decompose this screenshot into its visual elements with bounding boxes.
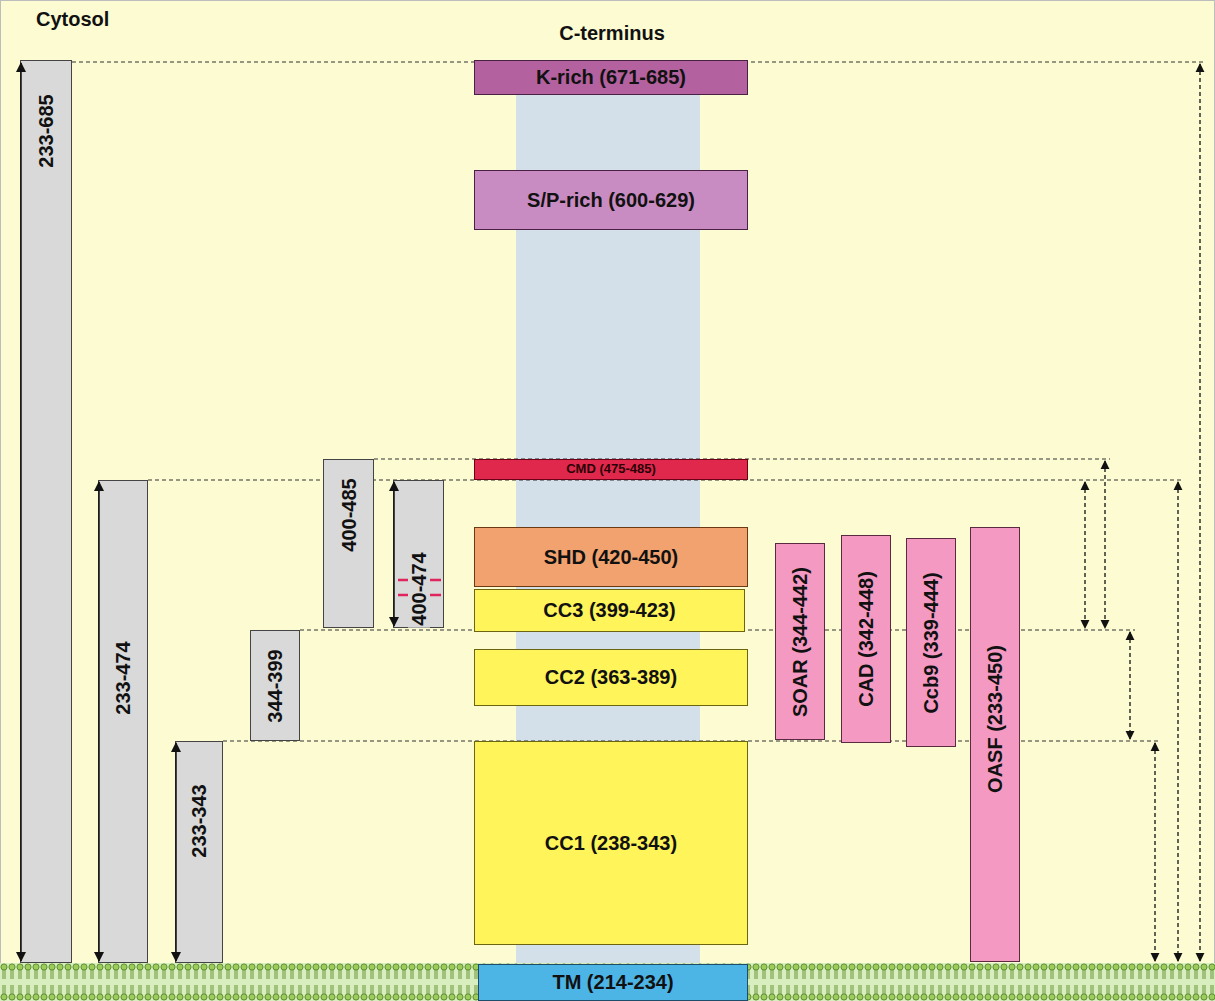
domain-box: S/P-rich (600-629) xyxy=(474,170,748,230)
fragment-bar: 233-343 xyxy=(175,741,223,963)
range-label: OASF (233-450) xyxy=(984,643,1006,795)
range-label: CAD (342-448) xyxy=(855,569,877,709)
span-arrow xyxy=(1154,743,1155,961)
region-bar: SOAR (344-442) xyxy=(775,543,825,740)
fragment-arrow xyxy=(393,482,395,626)
span-arrow xyxy=(1104,461,1105,628)
fragment-arrow xyxy=(98,482,100,961)
fragment-bar: 344-399 xyxy=(250,630,300,741)
fragment-bar: 400-474 xyxy=(393,480,444,628)
fragment-bar: 233-685 xyxy=(20,60,72,963)
domain-label: CC2 (363-389) xyxy=(545,666,677,689)
range-label: 400-485 xyxy=(338,476,360,553)
span-arrow xyxy=(1129,632,1130,739)
domain-label: SHD (420-450) xyxy=(544,546,679,569)
mutation-mark xyxy=(398,579,441,582)
membrane-bilayer xyxy=(0,963,1215,1001)
dashed-guides xyxy=(72,62,1205,741)
coiled-coil-box: CC2 (363-389) xyxy=(474,649,748,706)
fragment-arrow xyxy=(175,743,177,961)
range-label: 233-474 xyxy=(112,640,134,717)
mutation-mark xyxy=(398,594,441,597)
coiled-coil-box: CC1 (238-343) xyxy=(474,741,748,945)
range-label: SOAR (344-442) xyxy=(789,564,811,718)
domain-label: TM (214-234) xyxy=(552,971,673,994)
span-arrow xyxy=(1177,482,1178,961)
range-label: 344-399 xyxy=(264,647,286,724)
span-arrow xyxy=(1199,64,1200,961)
coiled-coil-box: CC3 (399-423) xyxy=(474,589,745,632)
fragment-arrows xyxy=(21,63,394,961)
domain-label: CC1 (238-343) xyxy=(545,832,677,855)
fragment-bar: 400-485 xyxy=(323,459,374,628)
fragment-bar: 233-474 xyxy=(98,480,148,963)
domain-label: K-rich (671-685) xyxy=(536,66,686,89)
domain-label: CC3 (399-423) xyxy=(543,599,675,622)
domain-label: S/P-rich (600-629) xyxy=(527,189,695,212)
transmembrane-box: TM (214-234) xyxy=(478,964,748,1001)
range-label: Ccb9 (339-444) xyxy=(920,570,942,715)
domain-box: SHD (420-450) xyxy=(474,527,748,587)
region-bar: OASF (233-450) xyxy=(970,527,1020,962)
compartment-label: Cytosol xyxy=(36,8,109,31)
region-bar: CAD (342-448) xyxy=(841,535,891,743)
fragment-arrow xyxy=(20,63,22,961)
range-label: 233-343 xyxy=(188,782,210,859)
range-label: 233-685 xyxy=(35,93,57,170)
terminus-label: C-terminus xyxy=(559,22,665,45)
range-label: 400-474 xyxy=(408,550,430,627)
domain-box: CMD (475-485) xyxy=(474,459,748,480)
mutation-marks xyxy=(398,580,441,595)
span-arrow xyxy=(1084,482,1085,628)
domain-label: CMD (475-485) xyxy=(566,462,656,477)
region-bar: Ccb9 (339-444) xyxy=(906,538,956,747)
domain-box: K-rich (671-685) xyxy=(474,60,748,95)
span-arrows xyxy=(1085,64,1200,961)
